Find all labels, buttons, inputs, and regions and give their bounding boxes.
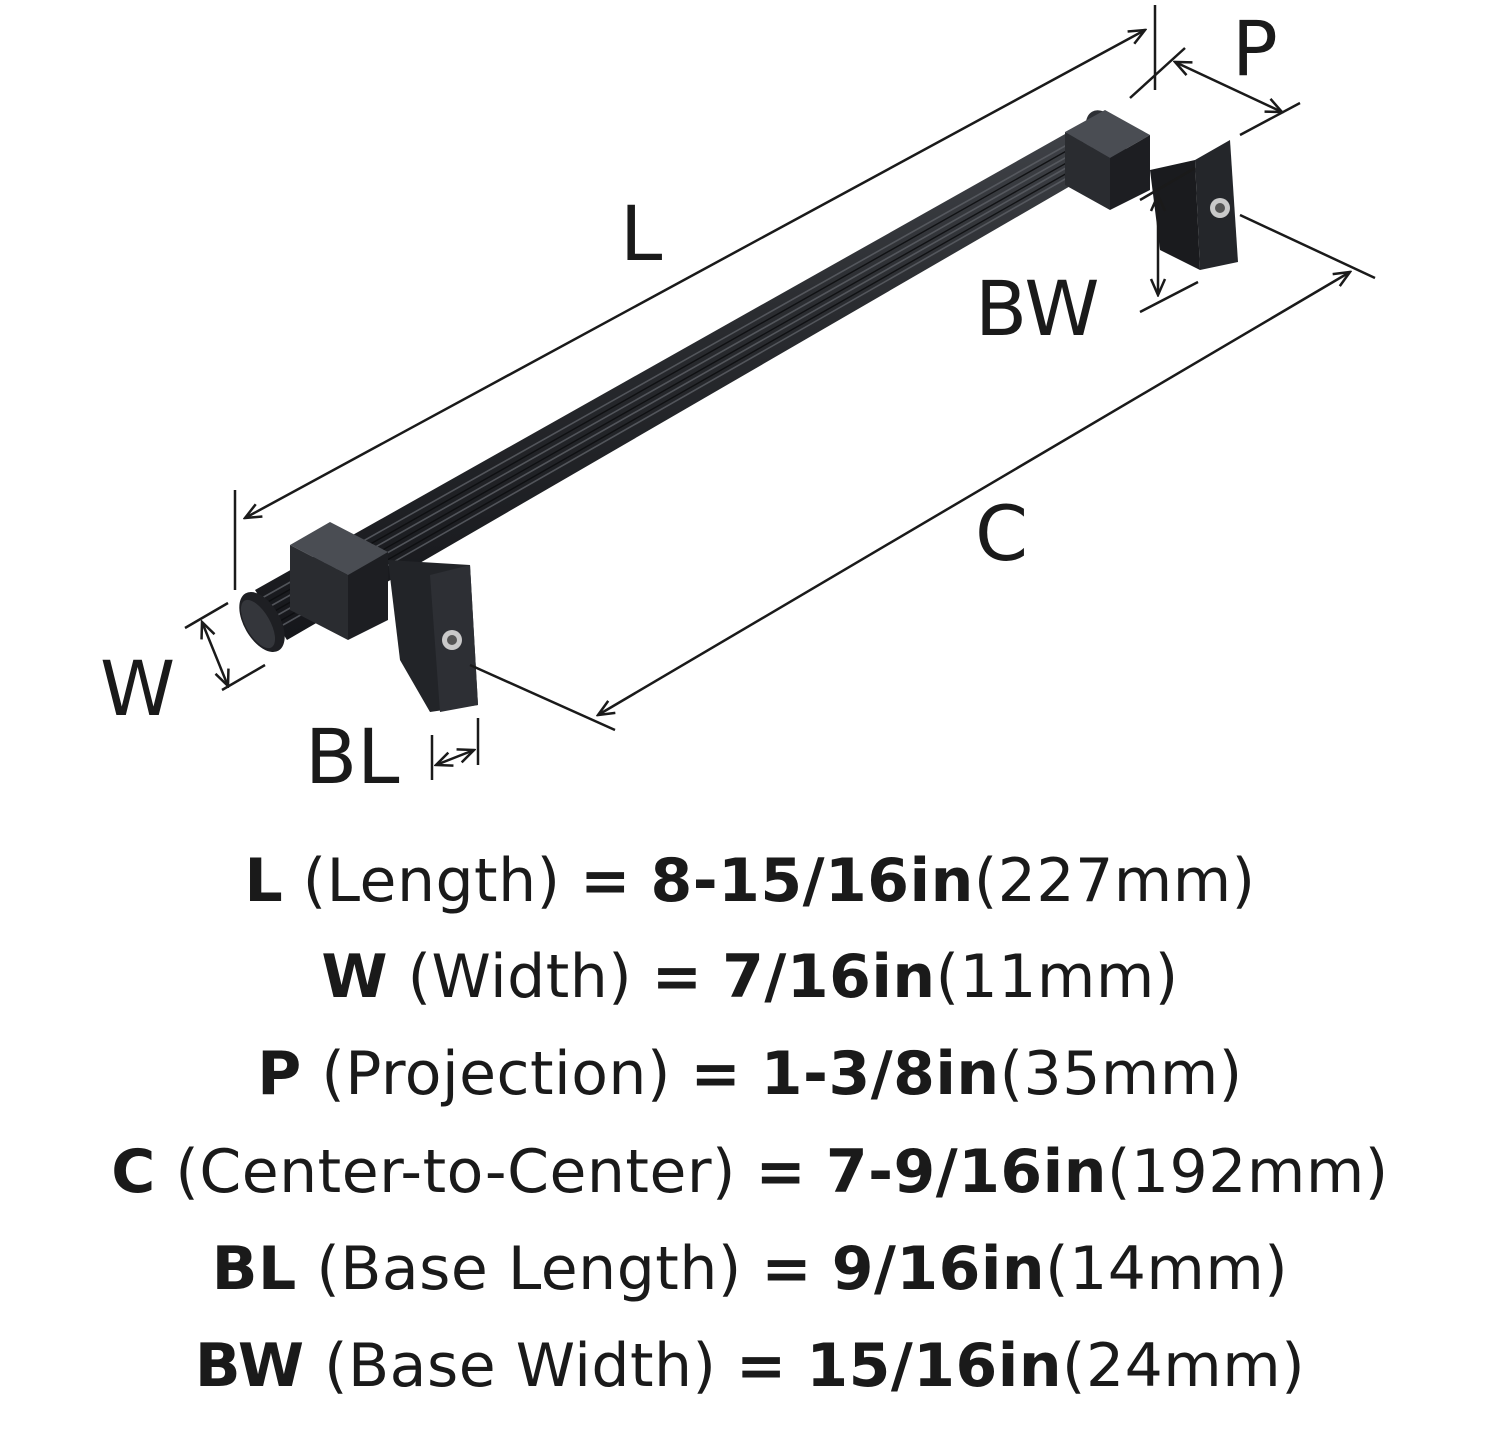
handle-dimension-diagram: L P BW C W BL [100, 4, 1376, 801]
label-p: P [1232, 4, 1278, 93]
bw-extension-line-bottom [1139, 280, 1199, 314]
w-extension-line-bottom [221, 663, 266, 692]
spec-base-length: BL (Base Length) = 9/16in(14mm) [211, 1234, 1289, 1304]
c-dimension-line [598, 272, 1350, 715]
left-base-post [290, 522, 478, 712]
right-base-post [1065, 110, 1238, 270]
spec-length: L (Length) = 8-15/16in(227mm) [244, 846, 1256, 916]
spec-base-width: BW (Base Width) = 15/16in(24mm) [194, 1331, 1306, 1401]
label-bw: BW [975, 264, 1100, 353]
bw-extension-line-top [1139, 166, 1196, 202]
label-bl: BL [305, 712, 399, 801]
left-end-cap [239, 592, 285, 652]
label-c: C [975, 489, 1028, 578]
label-l: L [620, 189, 662, 278]
p-extension-line-right [1239, 101, 1301, 137]
c-extension-line-left [469, 663, 616, 732]
label-w: W [100, 644, 175, 733]
w-extension-line-top [184, 601, 229, 630]
bl-dimension-line [436, 750, 474, 765]
p-extension-line-left [1129, 47, 1186, 99]
spec-projection: P (Projection) = 1-3/8in(35mm) [257, 1039, 1243, 1109]
spec-center-to-center: C (Center-to-Center) = 7-9/16in(192mm) [111, 1137, 1389, 1207]
p-dimension-line [1175, 62, 1282, 112]
c-extension-line-right [1239, 213, 1376, 280]
spec-width: W (Width) = 7/16in(11mm) [321, 942, 1179, 1012]
w-dimension-line [202, 622, 228, 686]
